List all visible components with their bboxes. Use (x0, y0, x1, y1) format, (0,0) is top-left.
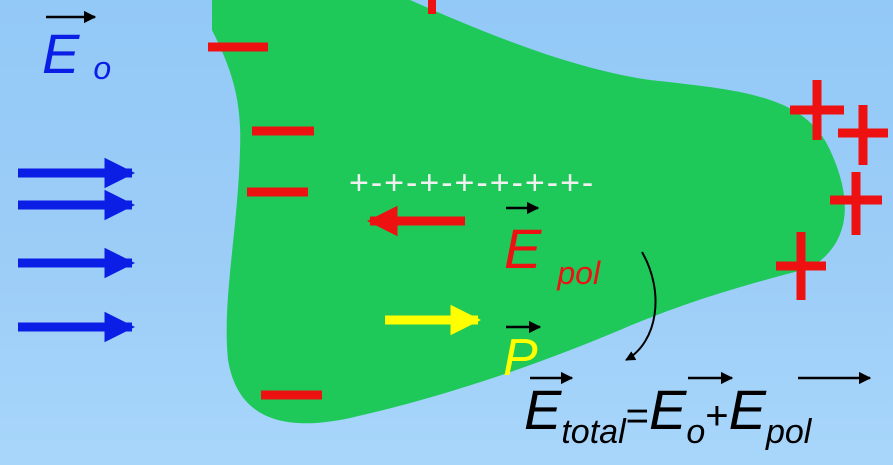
dipole-chain: +-+-+-+-+-+-+- (349, 166, 595, 200)
formula-term1-subscript: o (686, 413, 705, 451)
formula-lhs-subscript: total (561, 413, 625, 451)
positive-charge (838, 105, 888, 165)
formula-plus: + (705, 394, 728, 438)
formula-term2-symbol: E (729, 378, 766, 441)
polarization-field-symbol: E (504, 217, 541, 280)
external-field-arrows (18, 173, 132, 327)
external-field-symbol: E (42, 22, 79, 85)
formula-term2-subscript: pol (766, 413, 811, 451)
formula-lhs-symbol: E (524, 378, 561, 441)
formula: Etotal=Eo+Epol (524, 382, 811, 438)
polarization-field-subscript: pol (557, 255, 600, 291)
formula-equals: = (626, 394, 649, 438)
external-field-subscript: o (93, 50, 111, 86)
formula-term1-symbol: E (649, 378, 686, 441)
polarization-label: P (503, 332, 538, 384)
